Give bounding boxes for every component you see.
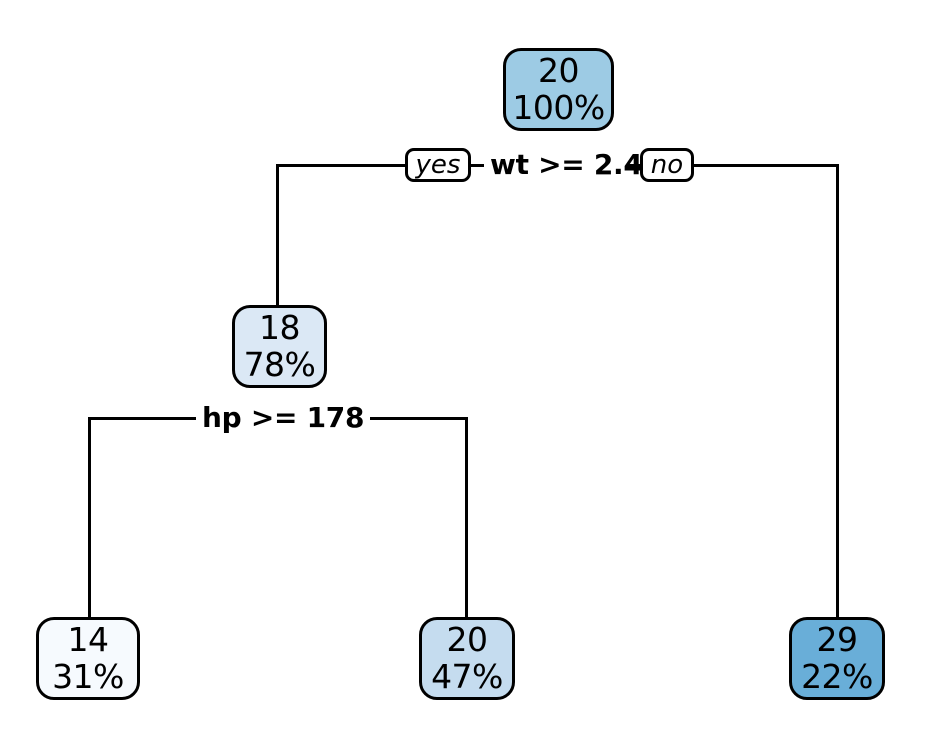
no-text: no (650, 150, 684, 180)
edge-split-text-to-no (627, 164, 641, 167)
split-root-yes-label: yes (405, 148, 471, 182)
node-value: 20 (446, 619, 489, 659)
node-value: 20 (538, 50, 580, 90)
node-value: 14 (67, 619, 110, 659)
node-percent: 31% (52, 656, 124, 696)
tree-leaf-hp-yes[interactable]: 14 31% (36, 617, 140, 700)
edge-hp-right-horizontal (370, 417, 468, 420)
node-percent: 78% (243, 344, 316, 384)
edge-hp-left-vertical (88, 417, 91, 618)
split-label-second: hp >= 178 (196, 404, 371, 432)
edge-no-to-right-branch-horizontal (693, 164, 839, 167)
tree-leaf-wt-no[interactable]: 29 22% (789, 617, 885, 700)
tree-node-root[interactable]: 20 100% (503, 48, 614, 131)
yes-text: yes (415, 150, 461, 180)
edge-root-right-vertical (836, 164, 839, 618)
edge-root-to-yes-horizontal (276, 164, 406, 167)
edge-hp-right-vertical (465, 417, 468, 618)
node-percent: 100% (512, 87, 605, 127)
tree-node-wt-yes[interactable]: 18 78% (232, 305, 327, 388)
node-value: 18 (259, 307, 301, 347)
node-value: 29 (816, 619, 859, 659)
edge-root-left-vertical (276, 164, 279, 306)
edge-yes-to-split-text (470, 164, 484, 167)
split-label-root: wt >= 2.4 (484, 151, 649, 179)
split-root-no-label: no (640, 148, 694, 182)
edge-hp-left-horizontal (88, 417, 198, 420)
node-percent: 22% (801, 656, 873, 696)
tree-leaf-hp-no[interactable]: 20 47% (419, 617, 515, 700)
node-percent: 47% (431, 656, 503, 696)
